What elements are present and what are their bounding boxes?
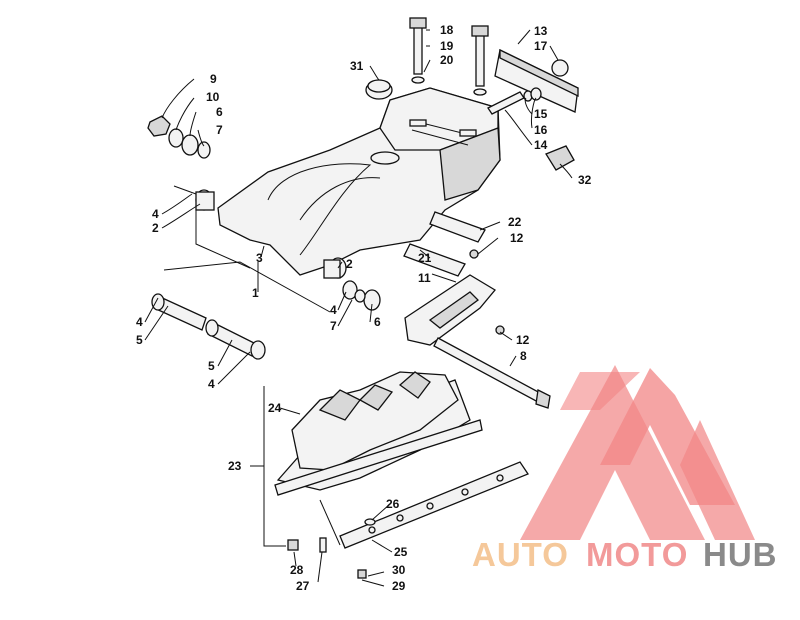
callout-5a: 5 <box>136 333 143 347</box>
callout-4d: 4 <box>330 303 337 317</box>
callout-29: 29 <box>392 579 406 593</box>
callout-16: 16 <box>534 123 548 137</box>
callout-15: 15 <box>534 107 548 121</box>
callout-28: 28 <box>290 563 304 577</box>
small-fasteners <box>287 249 505 579</box>
link-plates <box>403 211 486 277</box>
adjuster-rail <box>494 48 579 113</box>
adjuster-bolt <box>487 87 542 115</box>
callout-31: 31 <box>350 59 364 73</box>
watermark-hub: HUB <box>703 536 778 573</box>
callout-20: 20 <box>440 53 454 67</box>
callout-12a: 12 <box>510 231 524 245</box>
callout-19: 19 <box>440 39 454 53</box>
callout-3: 3 <box>256 251 263 265</box>
swing-arm-frame <box>217 87 501 276</box>
callout-labels: 1 2 2 3 4 4 4 4 5 5 6 6 7 7 8 9 10 11 12… <box>136 23 592 593</box>
callout-27: 27 <box>296 579 310 593</box>
watermark-text: AUTO MOTO HUB <box>472 536 778 573</box>
callout-22: 22 <box>508 215 522 229</box>
pivot-pins <box>151 293 266 360</box>
leader-lines <box>144 29 573 587</box>
callout-23: 23 <box>228 459 242 473</box>
callout-24: 24 <box>268 401 282 415</box>
plug-cap <box>365 79 393 100</box>
callout-21: 21 <box>418 251 432 265</box>
callout-6a: 6 <box>216 105 223 119</box>
callout-5b: 5 <box>208 359 215 373</box>
long-bolt <box>433 337 551 409</box>
callout-1: 1 <box>252 286 259 300</box>
watermark-logo <box>520 365 755 540</box>
callout-17: 17 <box>534 39 548 53</box>
callout-30: 30 <box>392 563 406 577</box>
callout-18: 18 <box>440 23 454 37</box>
callout-32: 32 <box>578 173 592 187</box>
callout-2b: 2 <box>346 257 353 271</box>
hardware-right <box>342 280 381 311</box>
callout-6b: 6 <box>374 315 381 329</box>
watermark-moto: MOTO <box>586 536 688 573</box>
callout-11: 11 <box>418 271 431 285</box>
callout-8: 8 <box>520 349 527 363</box>
callout-13: 13 <box>534 24 548 38</box>
callout-4b: 4 <box>136 315 143 329</box>
callout-2a: 2 <box>152 221 159 235</box>
callout-14: 14 <box>534 138 548 152</box>
callout-4c: 4 <box>208 377 215 391</box>
wear-strip <box>339 461 529 549</box>
callout-25: 25 <box>394 545 408 559</box>
callout-7a: 7 <box>216 123 223 137</box>
callout-10: 10 <box>206 90 220 104</box>
callout-4a: 4 <box>152 207 159 221</box>
shock-bracket <box>404 274 496 346</box>
top-bolts <box>409 17 489 96</box>
watermark-auto: AUTO <box>472 536 569 573</box>
callout-26: 26 <box>386 497 400 511</box>
callout-7b: 7 <box>330 319 337 333</box>
slide-plate-assembly <box>274 371 483 496</box>
hardware-upper-left <box>147 115 211 159</box>
callout-9: 9 <box>210 72 217 86</box>
rubber-bumper <box>545 145 575 171</box>
callout-12b: 12 <box>516 333 530 347</box>
